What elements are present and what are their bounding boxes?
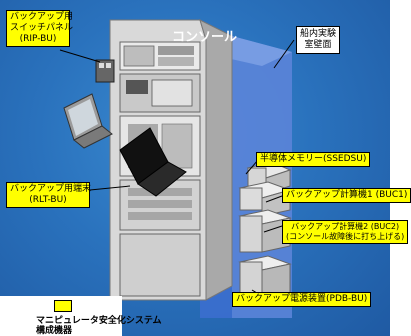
rlt-bu-label-line1: バックアップ用端末 [10,184,92,194]
wall-label: 船内実験 室壁面 [296,26,340,54]
buc2-label-line2: (コンソール故障後に打ち上げる) [286,232,405,241]
buc1-label: バックアップ計算機1 (BUC1) [282,188,411,203]
legend-title-line1: マニピュレータ安全化システム [36,316,162,326]
console-title: コンソール [172,30,238,45]
rip-bu-panel [95,59,115,83]
rip-bu-label-line3: (RIP-BU) [19,34,57,44]
rip-bu-label-line2: スイッチパネル [10,23,74,33]
legend-title: マニピュレータ安全化システム 構成機器 [36,316,162,336]
wall-label-line2: 室壁面 [304,40,332,50]
buc2-label: バックアップ計算機2 (BUC2) (コンソール故障後に打ち上げる) [282,220,409,244]
rlt-bu-label-line2: (RLT-BU) [29,195,67,205]
console-illustration [59,19,295,318]
rip-bu-label: バックアップ用 スイッチパネル (RIP-BU) [6,10,74,47]
legend-swatch [54,300,72,312]
ssedsu-label: 半導体メモリー(SSEDSU) [256,152,371,167]
rlt-bu-label: バックアップ用端末 (RLT-BU) [6,182,92,208]
legend-title-line2: 構成機器 [36,326,73,336]
pdb-bu-label: バックアップ電源装置(PDB-BU) [232,292,372,307]
wall-label-line1: 船内実験 [300,29,337,39]
rip-bu-label-line1: バックアップ用 [10,12,74,22]
buc2-label-line1: バックアップ計算機2 (BUC2) [291,222,400,231]
